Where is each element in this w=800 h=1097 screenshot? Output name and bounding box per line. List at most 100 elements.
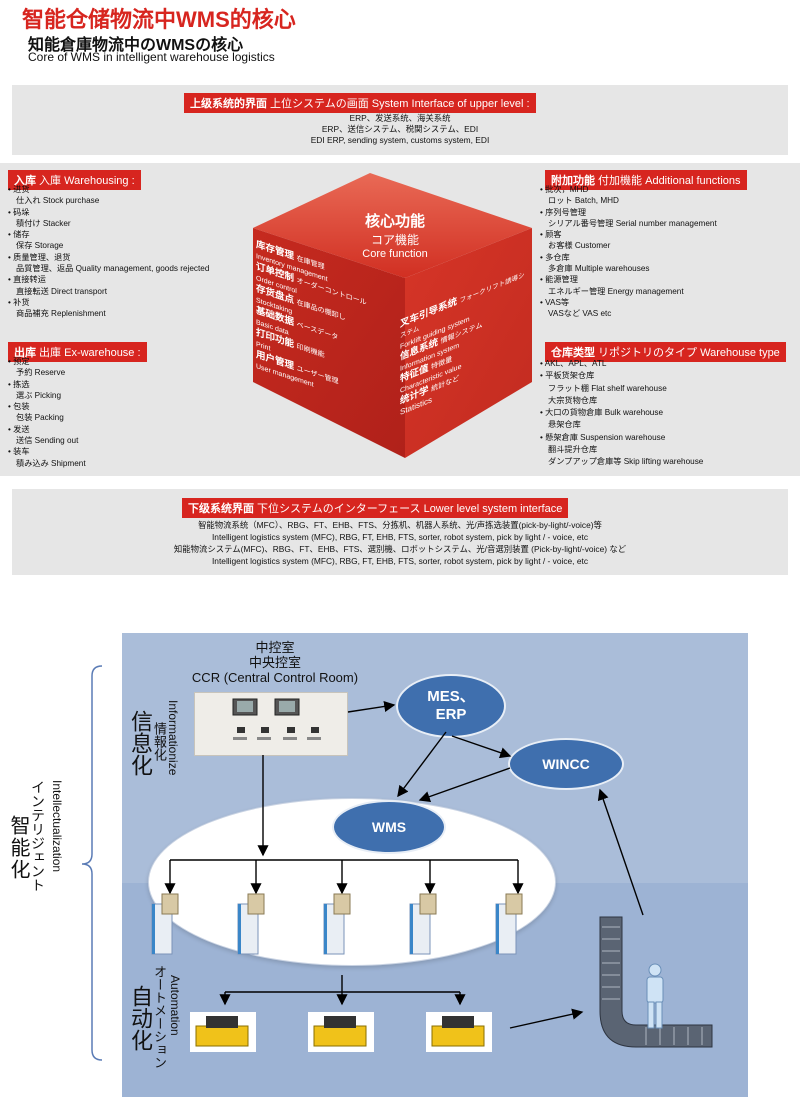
upper-line: ERP、送信システム、税関システム、EDI: [321, 124, 479, 135]
list-item: 装车: [8, 446, 86, 457]
list-item: 码垛: [8, 207, 209, 218]
agv-robot-icon: [190, 1012, 256, 1052]
list-item: 预定: [8, 356, 86, 367]
lower-line: 智能物流系统（MFC）、RBG、FT、EHB、FTS、分拣机、机器人系统、光/声…: [198, 520, 602, 530]
warehousing-list: 进货 仕入れ Stock purchase 码垛 積付け Stacker 储存 …: [8, 184, 209, 320]
ccr-room: [194, 692, 348, 756]
list-item: AKL、APL、ATL: [540, 358, 703, 370]
upper-system-label: 上级系统的界面 上位システムの画面 System Interface of up…: [184, 93, 536, 113]
warehouse-type-label-rest: リポジトリのタイプ Warehouse type: [595, 347, 780, 359]
server-row: [150, 890, 530, 970]
list-item-sub: 商品補充 Replenishment: [16, 309, 106, 319]
conveyor-icon: [599, 916, 713, 1048]
erp-label: ERP: [435, 706, 467, 723]
list-item: 直接转运: [8, 274, 209, 285]
wincc-label: WINCC: [542, 756, 590, 772]
list-item-sub: ロット Batch, MHD: [548, 196, 619, 206]
list-item-sub: 送信 Sending out: [16, 436, 79, 446]
upper-line: EDI ERP, sending system, customs system,…: [310, 135, 490, 146]
auto-en-label: Automation: [168, 975, 182, 1036]
computer-icons: [232, 698, 321, 740]
list-item: 拣选: [8, 379, 86, 390]
list-item-sub: 大宗货物仓库: [548, 395, 598, 405]
list-item: 发送: [8, 424, 86, 435]
lower-line: Intelligent logistics system (MFC), RBG,…: [211, 556, 589, 566]
page-subtitle-jp: 知能倉庫物流中のWMSの核心: [28, 37, 244, 54]
lower-system-label: 下级系统界面 下位システムのインターフェース Lower level syste…: [182, 498, 569, 518]
lower-system-label-rest: 下位システムのインターフェース Lower level system inter…: [254, 503, 563, 515]
cube-top-jp: コア機能: [370, 233, 419, 247]
cube-top-text: 核心功能 コア機能 Core function: [340, 210, 450, 260]
info-zh-label: 信息化: [128, 710, 153, 776]
lower-system-label-zh: 下级系统界面: [188, 503, 254, 515]
list-item: 懸架倉庫 Suspension warehouse: [540, 432, 703, 444]
worker-icon: [646, 963, 664, 1029]
list-item-sub: 仕入れ Stock purchase: [16, 196, 100, 206]
list-item: 多仓库: [540, 252, 717, 263]
agv-robot-icon: [426, 1012, 492, 1052]
lower-system-lines: 智能物流系统（MFC）、RBG、FT、EHB、FTS、分拣机、机器人系统、光/声…: [60, 519, 740, 567]
list-item-sub: 予約 Reserve: [16, 368, 66, 378]
ccr-zh: 中控室: [255, 640, 295, 655]
upper-line: ERP、发送系统、海关系统: [349, 113, 451, 123]
mes-erp-node: MES、 ERP: [396, 674, 506, 738]
intel-zh-label: 智能化: [7, 815, 29, 881]
list-item: 能源管理: [540, 274, 717, 285]
page-title: 智能仓储物流中WMS的核心: [22, 7, 296, 32]
wms-node: WMS: [332, 800, 446, 854]
cube-top-en: Core function: [362, 248, 428, 260]
warehouse-type-label: 仓库类型 リポジトリのタイプ Warehouse type: [545, 342, 786, 362]
list-item-sub: 多倉庫 Multiple warehouses: [548, 264, 650, 274]
warehouse-type-list: AKL、APL、ATL 平板货架仓库 フラット棚 Flat shelf ware…: [540, 358, 704, 469]
warehouse-type-label-zh: 仓库类型: [551, 347, 595, 359]
ccr-label: 中控室 中央控室 CCR (Central Control Room): [165, 640, 385, 685]
list-item-sub: 積み込み Shipment: [16, 458, 86, 468]
server-icon: [323, 893, 351, 955]
list-item: 储存: [8, 229, 209, 240]
mes-label: MES、: [427, 688, 475, 705]
list-item: 质量管理、退货: [8, 252, 209, 263]
wincc-node: WINCC: [508, 738, 624, 790]
list-item: 大口の貨物倉庫 Bulk warehouse: [540, 407, 703, 419]
list-item-sub: 直接転送 Direct transport: [16, 286, 107, 296]
left-brace: [81, 665, 103, 1061]
additional-list: 批次，MHD ロット Batch, MHD 序列号管理 シリアル番号管理 Ser…: [540, 184, 717, 320]
server-icon: [409, 893, 437, 955]
info-en-label: Informationize: [166, 700, 180, 776]
server-icon: [237, 893, 265, 955]
list-item-sub: VASなど VAS etc: [548, 309, 612, 319]
list-item: VAS等: [540, 297, 717, 308]
agv-row: [190, 1004, 520, 1056]
server-icon: [151, 893, 179, 955]
list-item: 平板货架仓库: [540, 370, 703, 382]
server-icon: [495, 893, 523, 955]
list-item-sub: フラット棚 Flat shelf warehouse: [548, 383, 667, 393]
lower-line: 知能物流システム(MFC)、RBG、FT、EHB、FTS、選別機、ロボットシステ…: [173, 544, 627, 554]
auto-zh-label: 自动化: [128, 985, 153, 1051]
list-item-sub: 包装 Packing: [16, 413, 64, 423]
list-item: 序列号管理: [540, 207, 717, 218]
upper-system-lines: ERP、发送系统、海关系统 ERP、送信システム、税関システム、EDI EDI …: [200, 113, 600, 146]
auto-jp-label: オートメーション: [152, 965, 167, 1069]
list-item-sub: エネルギー管理 Energy management: [548, 286, 684, 296]
agv-robot-icon: [308, 1012, 374, 1052]
cube-shape: [253, 173, 532, 458]
exwarehouse-list: 预定 予約 Reserve 拣选 選ぶ Picking 包装 包装 Packin…: [8, 356, 86, 469]
list-item-sub: シリアル番号管理 Serial number management: [548, 218, 717, 228]
upper-system-label-rest: 上位システムの画面 System Interface of upper leve…: [267, 98, 530, 110]
list-item: 包装: [8, 401, 86, 412]
cube-top-zh: 核心功能: [364, 213, 425, 230]
list-item-sub: 積付け Stacker: [16, 218, 71, 228]
list-item: 进货: [8, 184, 209, 195]
list-item-sub: 品質管理、返品 Quality management, goods reject…: [16, 264, 210, 274]
info-jp-label: 情報化: [152, 722, 167, 761]
intel-jp-label: インテリジェント: [30, 780, 46, 892]
list-item: 补货: [8, 297, 209, 308]
list-item-sub: お客様 Customer: [548, 241, 611, 251]
list-item-sub: 保存 Storage: [16, 241, 64, 251]
list-item-sub: 悬架仓库: [548, 420, 581, 430]
ccr-en: CCR (Central Control Room): [191, 670, 359, 685]
page-subtitle-en: Core of WMS in intelligent warehouse log…: [28, 50, 275, 64]
